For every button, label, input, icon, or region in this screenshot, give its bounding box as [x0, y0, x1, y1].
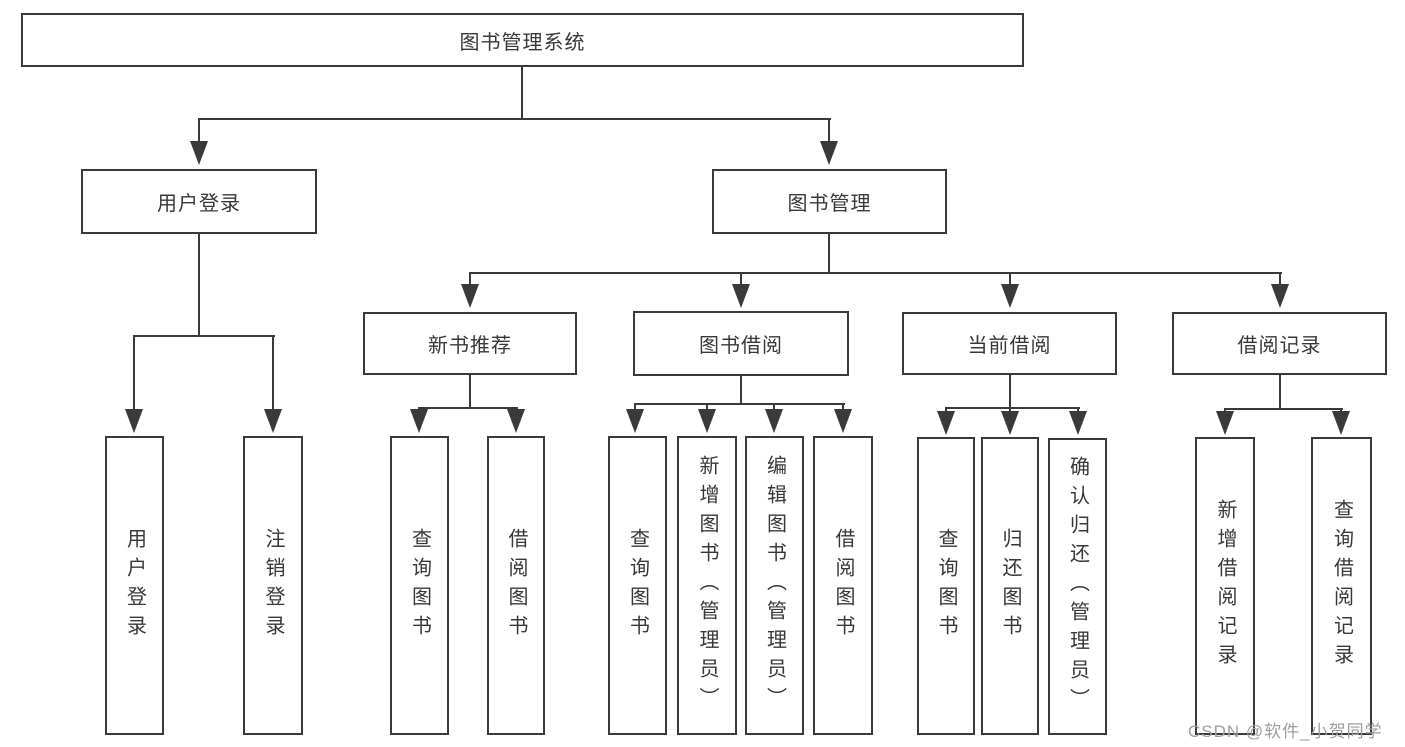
node-current-borrowing: 当前借阅 — [902, 312, 1117, 375]
node-logout-leaf: 注销登录 — [243, 436, 303, 735]
edge-arrow — [461, 272, 479, 308]
edge-arrow — [410, 407, 428, 433]
edge-arrow — [765, 403, 783, 433]
edge-arrow — [732, 272, 750, 308]
edge-line — [740, 376, 742, 403]
edge-arrow — [937, 407, 955, 435]
node-label: 借阅图书 — [832, 527, 854, 644]
node-label: 查询图书 — [408, 527, 431, 644]
edge-line — [134, 335, 275, 337]
node-label: 确认归还（管理员） — [1066, 456, 1089, 717]
edge-line — [470, 272, 1282, 274]
edge-arrow — [125, 335, 143, 433]
node-borrow-books-borrowing: 借阅图书 — [813, 436, 873, 735]
edge-line — [469, 375, 471, 407]
node-borrowing-records: 借阅记录 — [1172, 312, 1387, 375]
node-library-management-system: 图书管理系统 — [21, 13, 1024, 67]
edge-line — [199, 118, 831, 120]
watermark: CSDN @软件_小贺同学 — [1188, 722, 1383, 741]
node-borrow-books-recommend: 借阅图书 — [487, 436, 545, 735]
edge-arrow — [820, 118, 838, 165]
edge-line — [946, 407, 1080, 409]
node-query-books-current: 查询图书 — [917, 437, 975, 735]
edge-arrow — [507, 407, 525, 433]
node-book-management: 图书管理 — [712, 169, 947, 234]
node-label: 新增图书（管理员） — [696, 455, 718, 716]
node-confirm-return-admin: 确认归还（管理员） — [1048, 438, 1107, 735]
node-label: 借阅图书 — [505, 527, 527, 644]
node-add-borrow-record: 新增借阅记录 — [1195, 437, 1255, 735]
node-query-books-borrowing: 查询图书 — [608, 436, 667, 735]
edge-line — [1225, 408, 1343, 410]
node-edit-books-admin: 编辑图书（管理员） — [745, 436, 804, 735]
edge-arrow — [626, 403, 644, 433]
edge-line — [1009, 375, 1011, 407]
node-label: 查询图书 — [935, 528, 957, 644]
node-book-borrowing: 图书借阅 — [633, 311, 849, 376]
edge-arrow — [1216, 408, 1234, 435]
node-user-login: 用户登录 — [81, 169, 317, 234]
node-label: 注销登录 — [262, 527, 284, 644]
edge-arrow — [1271, 272, 1289, 308]
node-query-borrow-record: 查询借阅记录 — [1311, 437, 1372, 735]
edge-line — [828, 234, 830, 272]
edge-line — [1279, 375, 1281, 408]
edge-line — [419, 407, 518, 409]
node-label: 用户登录 — [123, 527, 146, 644]
node-label: 新增借阅记录 — [1214, 499, 1236, 673]
node-add-books-admin: 新增图书（管理员） — [677, 436, 737, 735]
node-new-book-recommend: 新书推荐 — [363, 312, 577, 375]
edge-arrow — [1001, 407, 1019, 435]
edge-line — [198, 234, 200, 335]
node-return-books: 归还图书 — [981, 437, 1039, 735]
edge-arrow — [698, 403, 716, 433]
edge-arrow — [264, 335, 282, 433]
edge-arrow — [1069, 407, 1087, 435]
node-query-books-recommend: 查询图书 — [390, 436, 449, 735]
node-label: 查询借阅记录 — [1330, 499, 1353, 673]
edge-line — [521, 67, 523, 118]
edge-line — [635, 403, 845, 405]
node-label: 查询图书 — [626, 527, 649, 644]
node-label: 归还图书 — [999, 528, 1021, 644]
node-label: 编辑图书（管理员） — [763, 455, 786, 716]
edge-arrow — [1332, 408, 1350, 435]
edge-arrow — [1001, 272, 1019, 308]
edge-arrow — [190, 118, 208, 165]
edge-arrow — [834, 403, 852, 433]
node-user-login-leaf: 用户登录 — [105, 436, 164, 735]
